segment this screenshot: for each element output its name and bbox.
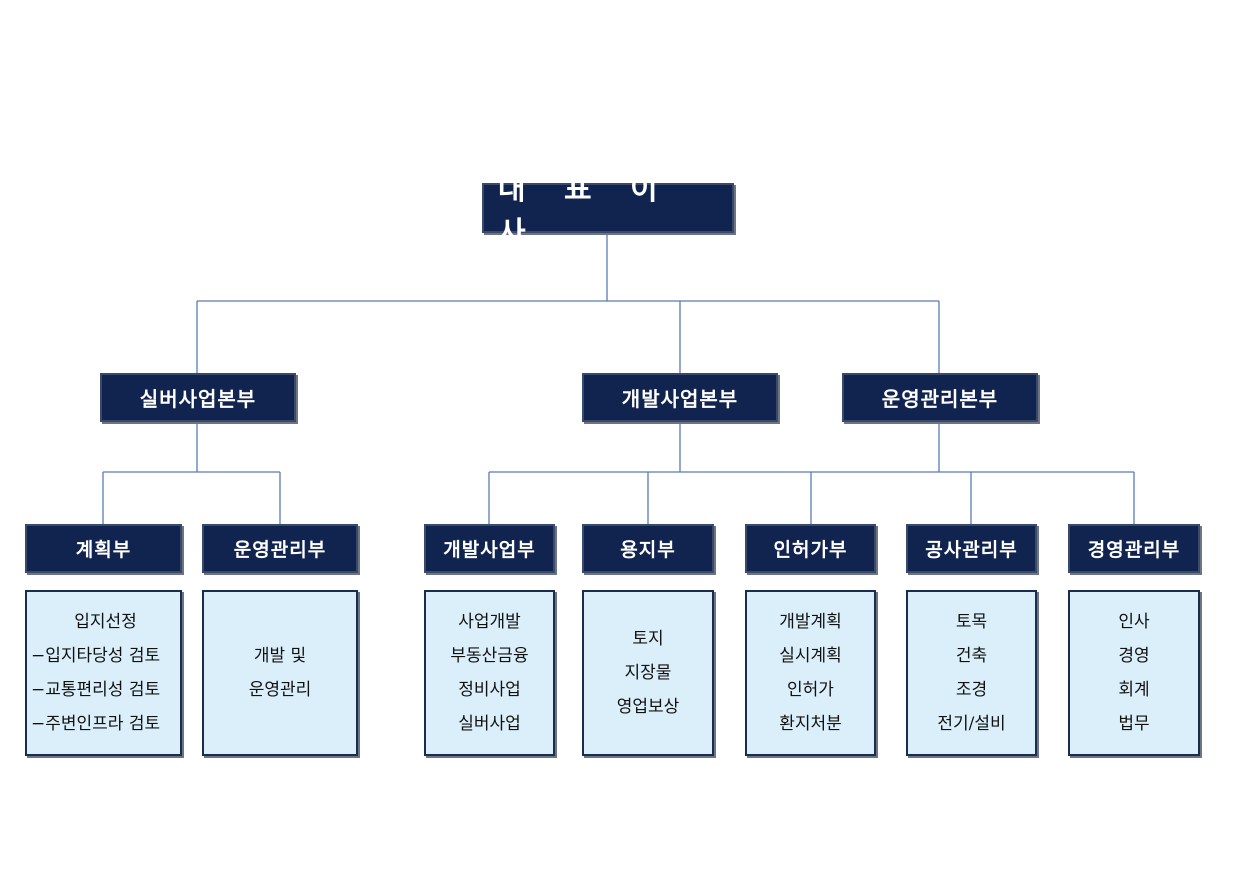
task-item: 입지선정 [74,612,137,632]
dept-land: 용지부 [582,524,714,573]
tasks-construction-management: 토목 건축 조경 전기/설비 [906,590,1037,756]
task-item: 조경 [955,680,988,700]
dept-development-business: 개발사업부 [424,524,555,573]
tasks-development-business: 사업개발 부동산금융 정비사업 실버사업 [424,590,555,756]
task-item: 환지처분 [779,714,842,734]
ceo-box: 대 표 이 사 [482,172,734,251]
tasks-planning: 입지선정 −입지타당성 검토 −교통편리성 검토 −주변인프라 검토 [25,590,182,756]
dept-business-management: 경영관리부 [1068,524,1200,573]
task-item: 개발 및 [253,646,307,666]
task-item: 법무 [1118,714,1150,734]
task-item: 경영 [1118,646,1150,666]
task-item: 토지 [632,629,664,649]
task-item: −교통편리성 검토 [31,680,161,700]
task-item: 건축 [955,646,988,666]
tasks-business-management: 인사 경영 회계 법무 [1068,590,1200,756]
task-item: 부동산금융 [450,646,529,666]
task-item: 회계 [1118,680,1150,700]
division-silver-business: 실버사업본부 [100,373,296,422]
tasks-operations-management: 개발 및 운영관리 [202,590,358,756]
division-development-business: 개발사업본부 [582,373,778,422]
dept-construction-management: 공사관리부 [906,524,1037,573]
division-operations-management: 운영관리본부 [842,373,1038,422]
task-item: 영업보상 [616,697,680,717]
task-item: 사업개발 [458,612,521,632]
task-item: 지장물 [624,663,672,683]
tasks-permits: 개발계획 실시계획 인허가 환지처분 [745,590,876,756]
task-item: 전기/설비 [937,714,1006,734]
task-item: 토목 [955,612,988,632]
task-item: 운영관리 [248,680,312,700]
task-item: 실버사업 [458,714,521,734]
tasks-land: 토지 지장물 영업보상 [582,590,714,756]
dept-planning: 계획부 [25,524,182,573]
dept-operations-management: 운영관리부 [202,524,358,573]
task-item: −주변인프라 검토 [31,714,161,734]
task-item: 인허가 [787,680,834,700]
task-item: −입지타당성 검토 [31,646,161,666]
task-item: 정비사업 [458,680,521,700]
task-item: 실시계획 [779,646,842,666]
task-item: 개발계획 [779,612,842,632]
dept-permits: 인허가부 [745,524,876,573]
task-item: 인사 [1118,612,1150,632]
